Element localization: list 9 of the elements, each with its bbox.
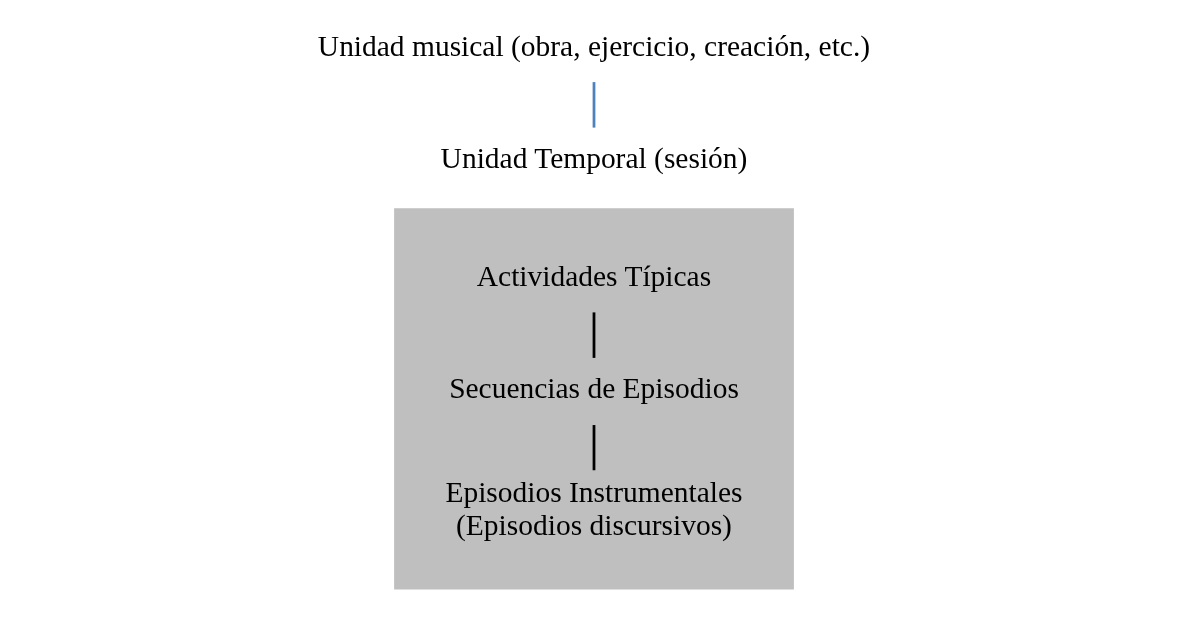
connector: [592, 425, 595, 471]
node-text: Secuencias de Episodios: [448, 372, 739, 405]
node-text: Unidad musical (obra, ejercicio, creación, etc.): [317, 29, 870, 62]
node-text: Episodios Instrumentales (Episodios discursivos): [444, 475, 743, 541]
node-text: Unidad Temporal (sesión): [440, 142, 747, 175]
cluster: [393, 208, 794, 590]
node-text: Actividades Típicas: [476, 260, 711, 293]
connector: [592, 82, 595, 128]
connector: [592, 312, 595, 358]
